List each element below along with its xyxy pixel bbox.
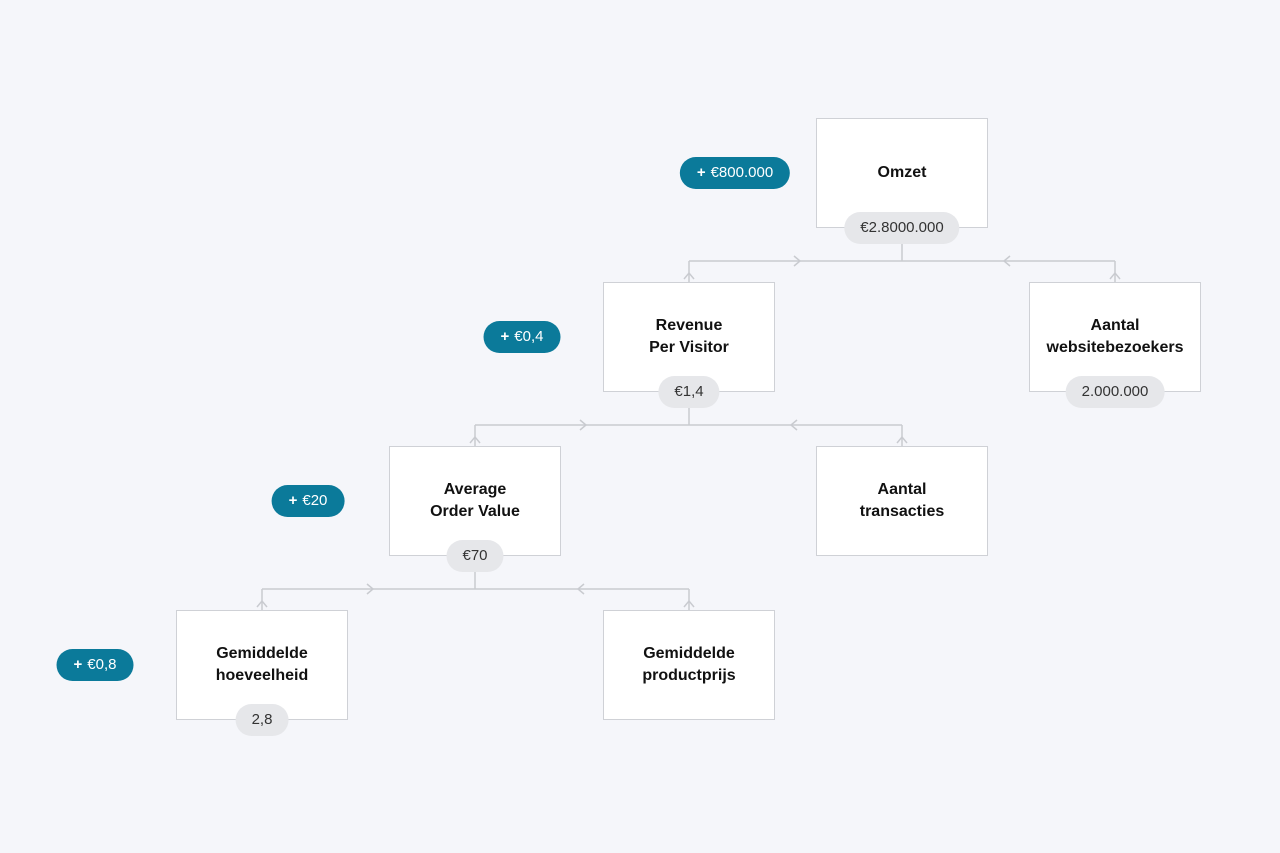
arrow-up-icon [469,435,481,444]
delta-value: €0,4 [514,328,544,345]
arrow-up-icon [896,435,908,444]
node-transactions: Aantal transacties [816,446,988,556]
delta-badge: +€20 [271,485,345,517]
node-visitors: Aantal websitebezoekers [1029,282,1201,392]
value-badge: €1,4 [658,376,720,408]
node-aov: Average Order Value [389,446,561,556]
node-title: Aantal websitebezoekers [1046,317,1184,356]
node-title: Average Order Value [430,481,520,520]
plus-icon: + [288,492,298,509]
node-title: Gemiddelde productprijs [642,645,736,684]
delta-value: €0,8 [87,656,117,673]
plus-icon: + [696,164,706,181]
delta-value: €800.000 [710,164,774,181]
value-badge: €70 [446,540,504,572]
value-badge: €2.8000.000 [844,212,960,244]
node-title: Aantal transacties [859,481,945,520]
node-price: Gemiddelde productprijs [603,610,775,720]
node-title: Omzet [877,164,927,181]
plus-icon: + [500,328,510,345]
node-title: Gemiddelde hoeveelheid [215,645,309,684]
delta-badge: +€800.000 [679,157,791,189]
arrow-right-icon [366,583,375,595]
arrow-up-icon [683,599,695,608]
value-badge: 2.000.000 [1065,376,1165,408]
node-rpv: Revenue Per Visitor [603,282,775,392]
delta-badge: +€0,4 [483,321,561,353]
delta-badge: +€0,8 [56,649,134,681]
arrow-up-icon [256,599,268,608]
arrow-left-icon [1002,255,1011,267]
arrow-left-icon [789,419,798,431]
node-omzet: Omzet [816,118,988,228]
arrow-right-icon [579,419,588,431]
value-badge: 2,8 [235,704,289,736]
plus-icon: + [73,656,83,673]
arrow-up-icon [683,271,695,280]
node-title: Revenue Per Visitor [649,317,729,356]
arrow-left-icon [576,583,585,595]
delta-value: €20 [302,492,328,509]
arrow-up-icon [1109,271,1121,280]
arrow-right-icon [793,255,802,267]
